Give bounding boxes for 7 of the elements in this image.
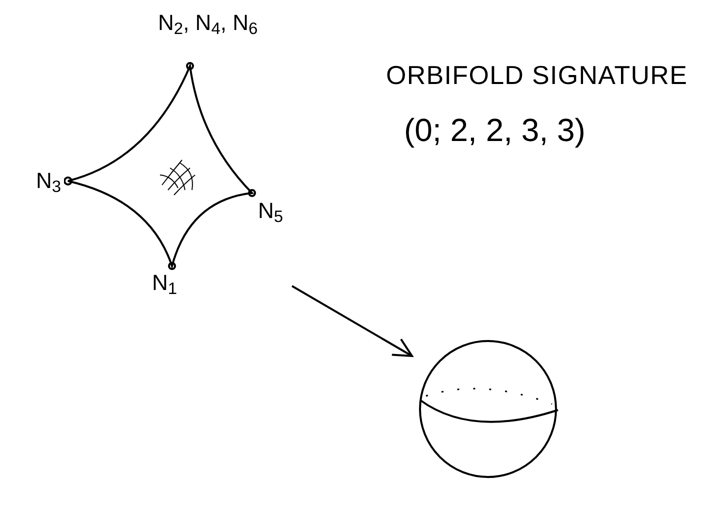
vertex-label: N$_{2}$, N$_{4}$, N$_{6}$ [158,9,258,39]
vertex-label: N$_{5}$ [258,197,284,227]
arrow [292,285,413,357]
note-text: (0; 2, 2, 3, 3) [404,111,586,150]
vertex-label: N$_{1}$ [152,269,178,299]
vertex-label: N$_{3}$ [36,167,62,197]
note-text: ORBIFOLD SIGNATURE [386,59,688,92]
